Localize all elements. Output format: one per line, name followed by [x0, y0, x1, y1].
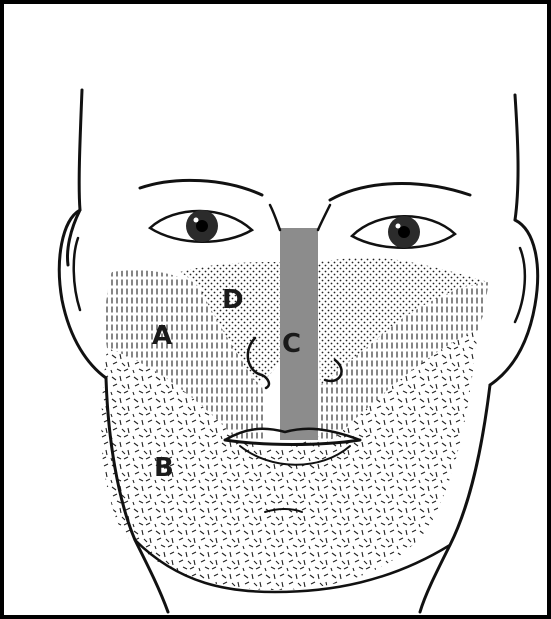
zone-d-label: D: [222, 285, 244, 315]
zone-c-label: C: [282, 329, 301, 359]
zone-b-label: B: [154, 453, 174, 483]
zone-a-label: A: [152, 321, 172, 351]
